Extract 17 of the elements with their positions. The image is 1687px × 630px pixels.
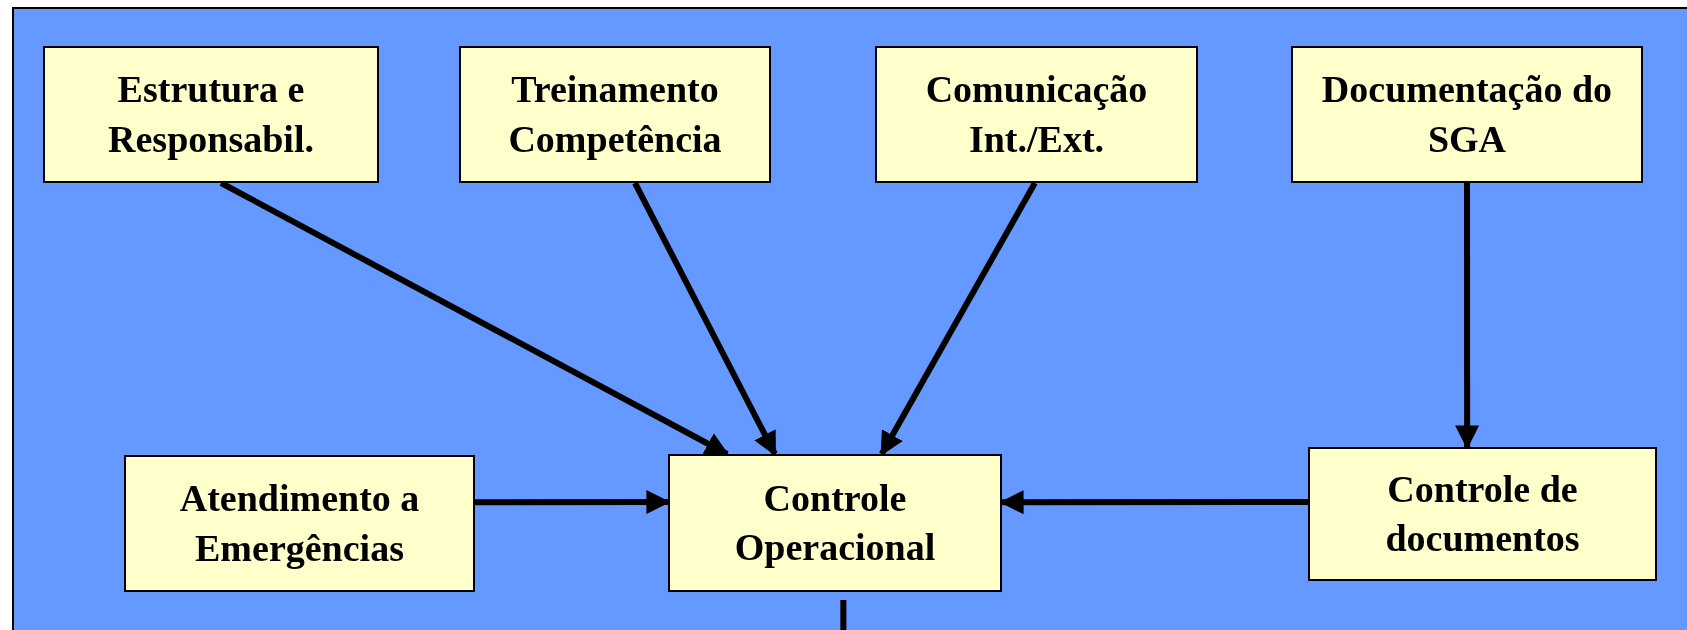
process-box: [124, 455, 475, 592]
process-box: [1308, 447, 1657, 581]
arrow: [632, 181, 778, 457]
box-label: Controle de documentos: [1384, 466, 1581, 561]
box-label: Documentação do SGA: [1320, 67, 1614, 162]
process-box: [668, 454, 1002, 592]
arrow: [1455, 183, 1480, 450]
box-label: Estrutura e Responsabil.: [107, 67, 315, 162]
process-box: [1291, 46, 1643, 183]
box-label: Treinamento Competência: [507, 67, 723, 162]
process-box: [459, 46, 771, 183]
process-box: [875, 46, 1198, 183]
box-label: Atendimento a Emergências: [178, 476, 421, 571]
process-box: [43, 46, 379, 183]
box-label: Controle Operacional: [733, 475, 937, 570]
arrow: [879, 181, 1038, 457]
box-label: Comunicação Int./Ext.: [924, 67, 1149, 162]
